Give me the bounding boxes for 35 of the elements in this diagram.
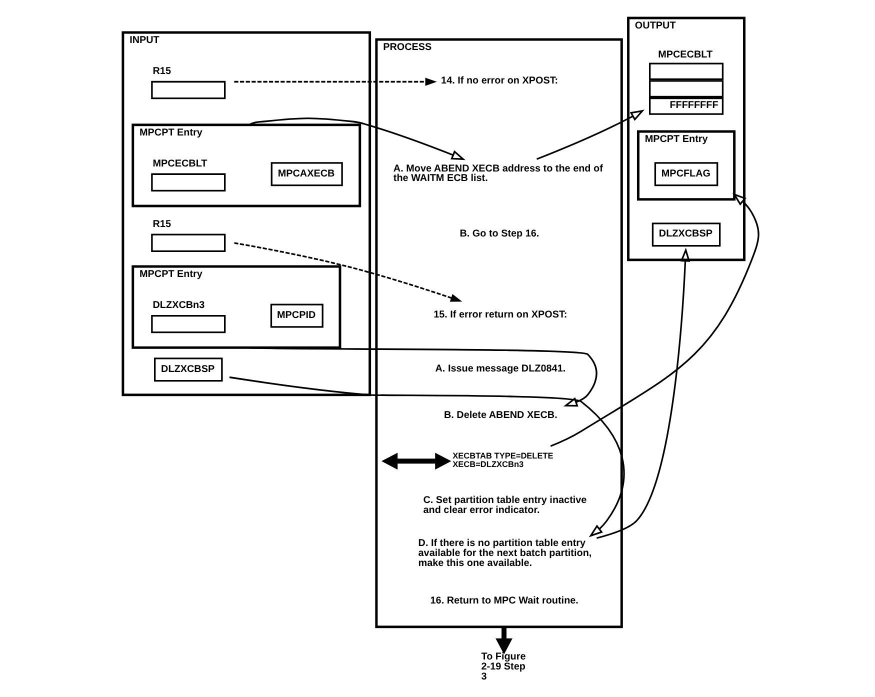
node-box: MPCPID bbox=[270, 304, 324, 328]
node-box bbox=[151, 173, 226, 192]
node-text: B. Delete ABEND XECB. bbox=[444, 410, 558, 422]
node-text: B. Go to Step 16. bbox=[460, 228, 540, 240]
node-box: MPCAXECB bbox=[270, 162, 343, 186]
node-text: A. Issue message DLZ0841. bbox=[435, 363, 566, 374]
arrow bbox=[234, 78, 437, 86]
arrow bbox=[381, 452, 452, 470]
node-box: DLZXCBSP bbox=[652, 222, 721, 247]
arrow bbox=[550, 192, 760, 447]
node-text: C. Set partition table entry inactive and clear error indicator. bbox=[423, 495, 587, 516]
node-text: XECBTAB TYPE=DELETE XECB=DLZXCBn3 bbox=[452, 452, 554, 469]
node-text: 14. If no error on XPOST: bbox=[441, 75, 558, 86]
node-text: 16. Return to MPC Wait routine. bbox=[430, 596, 578, 607]
node-label: MPCECBLT bbox=[152, 158, 208, 170]
node-text: To Figure 2-19 Step 3 bbox=[481, 652, 526, 683]
arrow bbox=[229, 376, 625, 538]
arrow bbox=[536, 110, 645, 160]
arrow bbox=[248, 346, 598, 407]
node-box: MPCFLAG bbox=[654, 162, 718, 186]
node-text: D. If there is no partition table entry available for the next batch partition, make this one available. bbox=[418, 538, 592, 570]
node-text: 15. If error return on XPOST: bbox=[434, 310, 568, 321]
node-label: R15 bbox=[152, 218, 171, 230]
node-box bbox=[151, 80, 226, 100]
node-box bbox=[151, 314, 226, 334]
node-box bbox=[151, 234, 226, 252]
node-label: DLZXCBn3 bbox=[152, 300, 205, 311]
arrow bbox=[496, 626, 512, 654]
arrow bbox=[596, 248, 690, 539]
arrow bbox=[248, 117, 466, 160]
node-box: DLZXCBSP bbox=[154, 358, 223, 382]
node-label: MPCECBLT bbox=[658, 49, 713, 60]
node-label: R15 bbox=[152, 66, 171, 77]
node-text: A. Move ABEND XECB address to the end of the WAITM ECB list. bbox=[393, 163, 603, 184]
arrow bbox=[234, 242, 462, 302]
